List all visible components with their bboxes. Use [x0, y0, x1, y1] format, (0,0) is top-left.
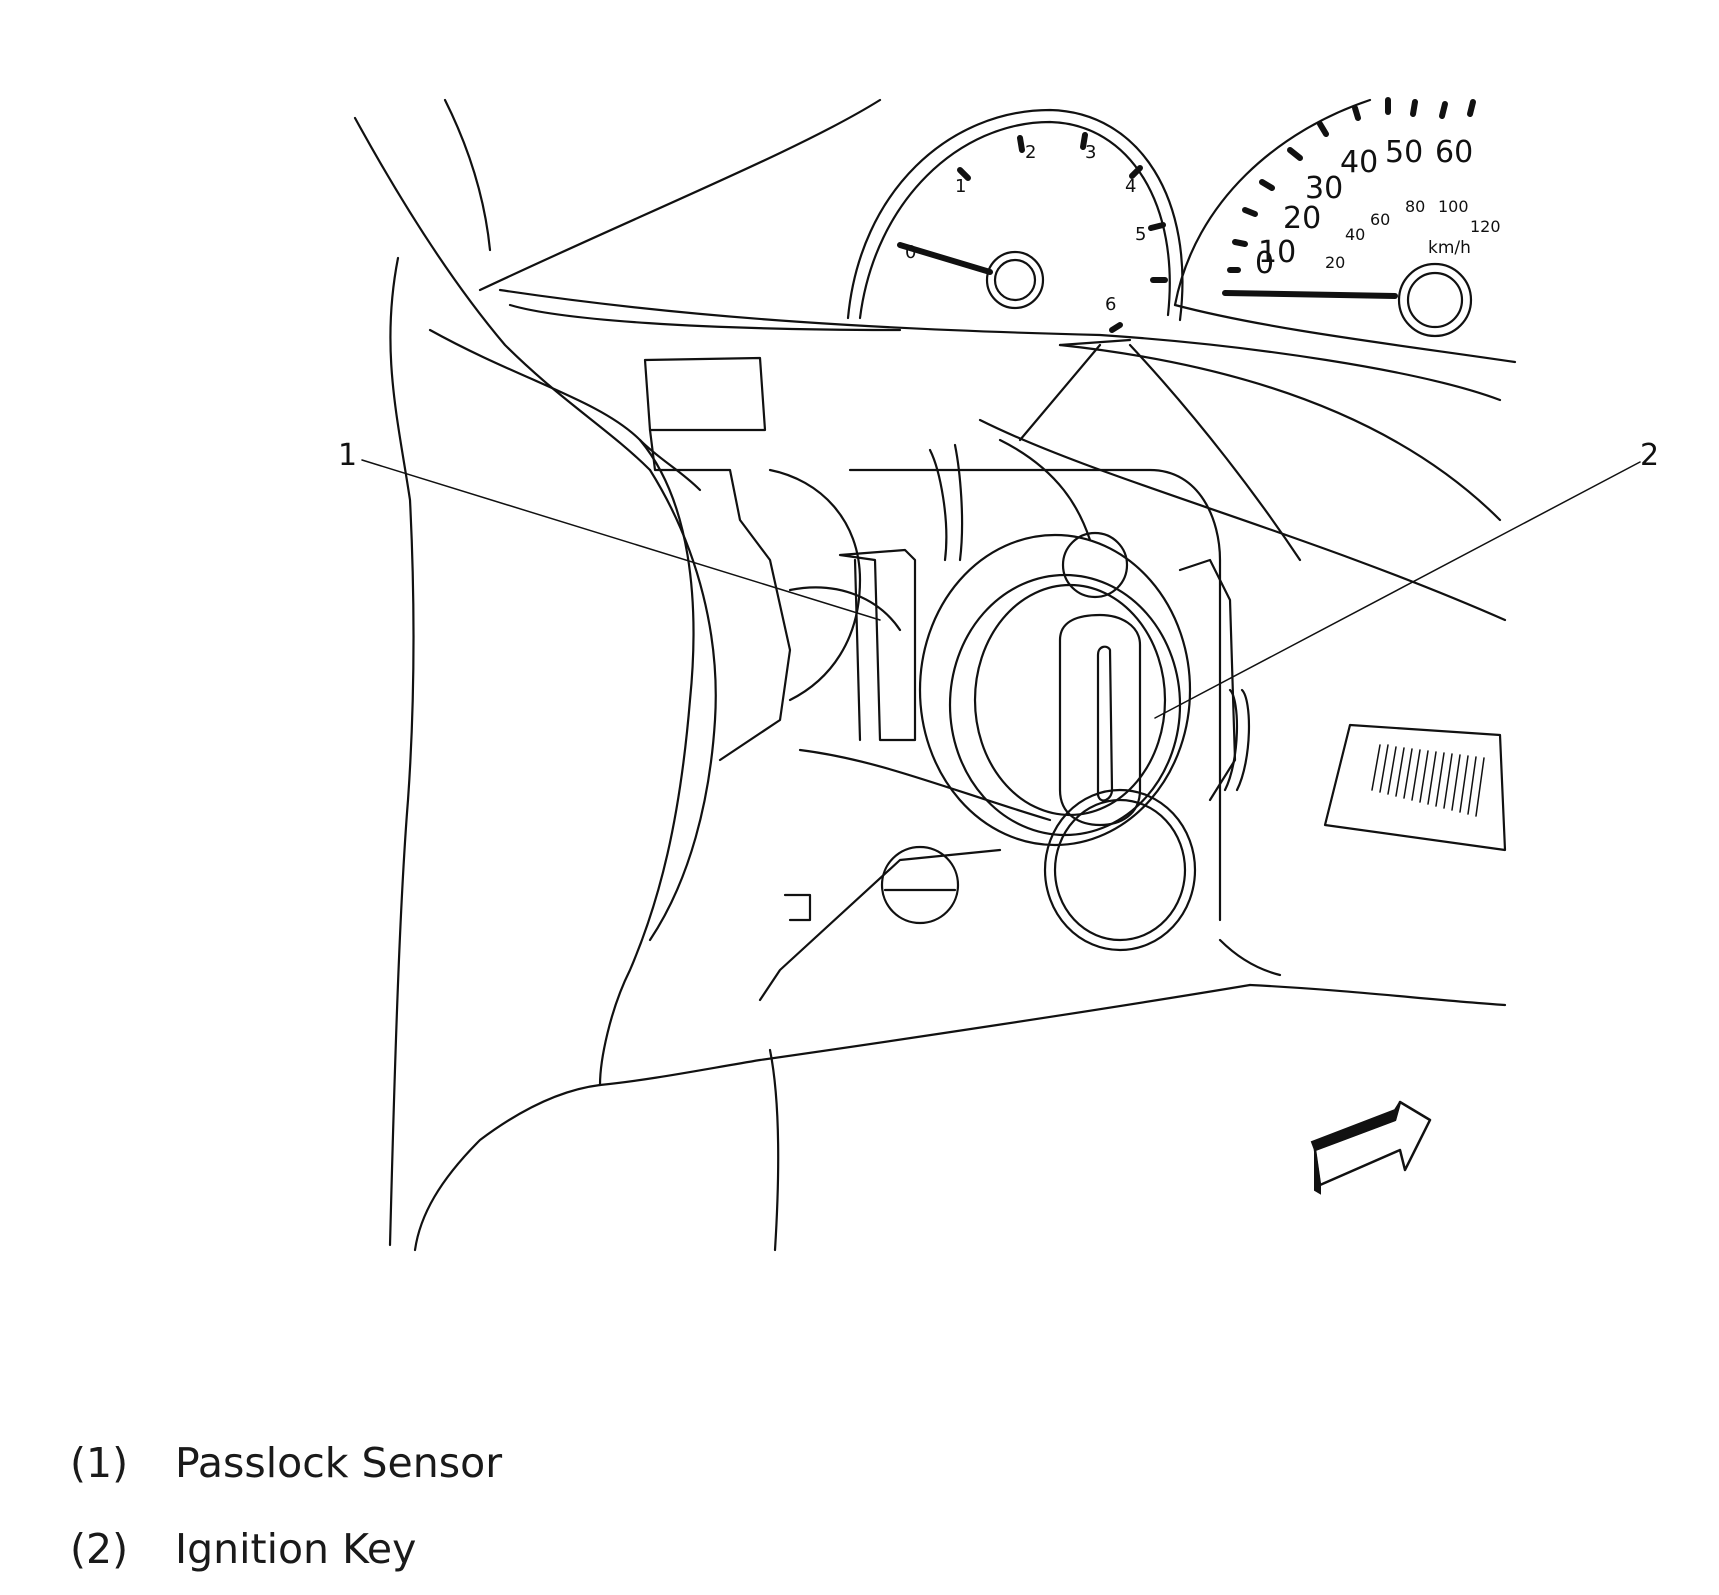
view-direction-arrow-icon [1310, 1100, 1432, 1195]
column-switch-housing [643, 356, 1282, 1002]
legend: (1) Passlock Sensor (2) Ignition Key [70, 1420, 502, 1592]
speedo-kmh-40: 40 [1345, 225, 1365, 244]
tach-label-5: 5 [1135, 224, 1146, 245]
speedo-mph-30: 30 [1305, 171, 1343, 206]
dashboard-outline [353, 98, 1507, 622]
speedo-mph-50: 50 [1385, 135, 1423, 170]
tach-label-2: 2 [1025, 142, 1036, 163]
speedo-mph-0: 0 [1255, 246, 1274, 281]
tach-label-1: 1 [955, 176, 966, 197]
legend-number: (1) [70, 1439, 129, 1487]
speedo-mph-10: 10 [1258, 235, 1296, 270]
barcode-label [1323, 723, 1507, 852]
callout-2-number: 2 [1640, 438, 1659, 473]
callout-2-leader-line [1154, 461, 1641, 719]
wiring-harness [1223, 688, 1251, 792]
tach-label-0: 0 [905, 242, 916, 263]
legend-label: Ignition Key [175, 1525, 417, 1573]
callout-1-number: 1 [338, 438, 357, 473]
tach-label-4: 4 [1125, 176, 1136, 197]
ignition-lock-cylinder [918, 533, 1237, 847]
tach-label-6: 6 [1105, 294, 1116, 315]
callout-1: 1 [338, 438, 881, 621]
legend-label: Passlock Sensor [175, 1439, 503, 1487]
speedo-kmh-20: 20 [1325, 253, 1345, 272]
callout-1-leader-line [361, 459, 881, 621]
ignition-key [1043, 613, 1197, 952]
callout-2: 2 [1154, 438, 1659, 719]
tach-label-3: 3 [1085, 142, 1096, 163]
speedo-kmh-80: 80 [1405, 197, 1425, 216]
speedo-kmh-100: 100 [1438, 197, 1469, 216]
speedo-mph-20: 20 [1283, 201, 1321, 236]
legend-item-ignition-key: (2) Ignition Key [70, 1506, 502, 1592]
passlock-sensor [838, 438, 1129, 742]
speedo-mph-60: 60 [1435, 135, 1473, 170]
steering-column-shroud [388, 256, 1507, 1252]
tachometer-ticks [957, 132, 1168, 333]
legend-item-passlock-sensor: (1) Passlock Sensor [70, 1420, 502, 1506]
speedometer: 0 10 20 30 40 50 60 20 40 60 80 100 120 … [1173, 97, 1517, 364]
barcode-icon [1371, 744, 1485, 817]
tachometer: 0 1 2 3 4 5 6 [846, 108, 1184, 333]
speedo-unit: km/h [1428, 238, 1471, 258]
speedometer-ticks [1227, 97, 1476, 273]
legend-number: (2) [70, 1525, 129, 1573]
speedo-kmh-60: 60 [1370, 210, 1390, 229]
speedo-kmh-120: 120 [1470, 217, 1501, 236]
speedo-mph-40: 40 [1340, 145, 1378, 180]
